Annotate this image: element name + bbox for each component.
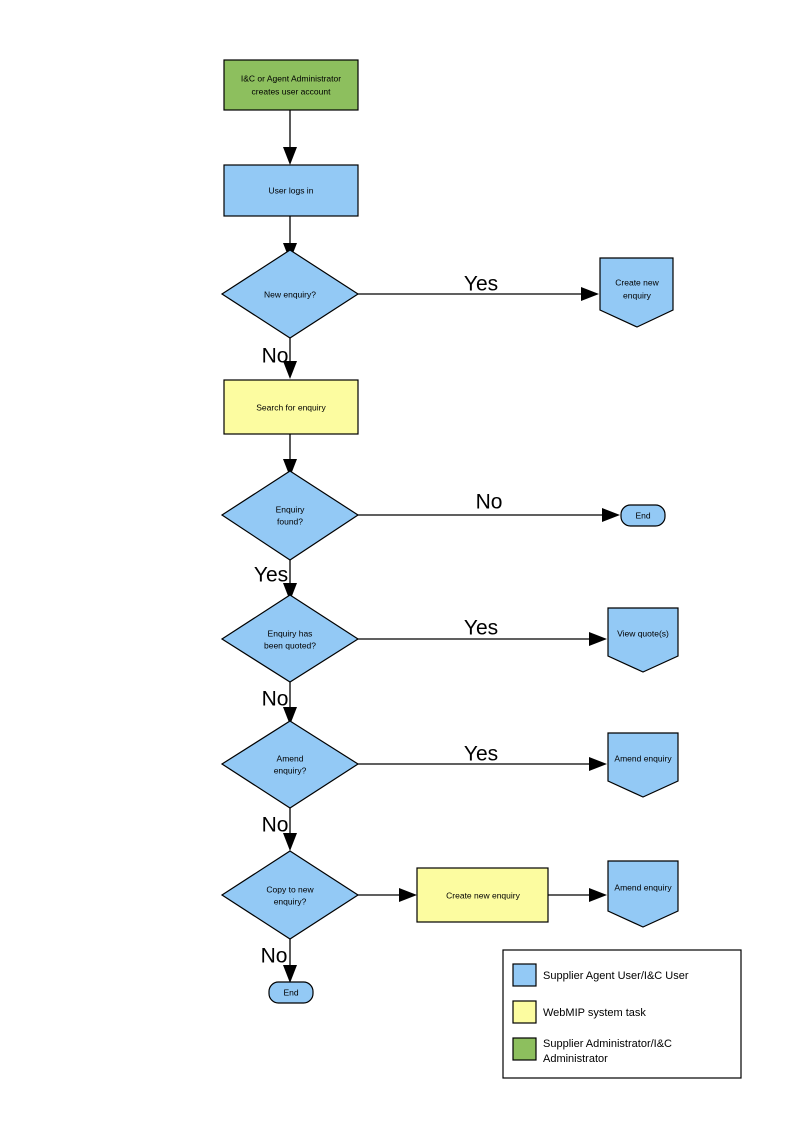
edge-label-new-enquiry-no: No [262,345,289,368]
edge-label-new-enquiry-yes: Yes [464,273,498,296]
node-copy-to-new-enquiry-decision[interactable]: Copy to new enquiry? [220,850,360,940]
connector-create-new-to-amend [548,888,607,902]
edge-label-quoted-yes: Yes [464,617,498,640]
amend-enquiry-decision-label-line1: Amend [277,753,304,763]
connector-search-to-found [283,434,297,477]
node-enquiry-quoted-decision[interactable]: Enquiry has been quoted? [220,594,360,683]
view-quotes-label: View quote(s) [617,628,669,638]
amend-enquiry-decision-label-line2: enquiry? [274,765,307,775]
edge-label-amend-no: No [262,814,289,837]
node-new-enquiry-decision[interactable]: New enquiry? [220,249,360,339]
end-bottom-label: End [283,987,298,997]
connector-copy-no-to-end [283,939,297,983]
legend-container [502,949,742,1079]
node-create-user-account[interactable]: I&C or Agent Administrator creates user … [223,59,359,111]
legend-swatch-yellow [512,1000,537,1024]
new-enquiry-decision-label: New enquiry? [264,289,316,299]
amend-enquiry-bottom-label: Amend enquiry [614,882,672,892]
legend-item-supplier-administrator: Supplier Administrator/I&C Administrator [512,1037,672,1065]
connector-quoted-yes-to-view [358,632,607,646]
enquiry-quoted-decision-shape [220,594,360,683]
edge-label-quoted-no: No [262,688,289,711]
enquiry-quoted-decision-label-line1: Enquiry has [268,628,313,638]
node-search-for-enquiry[interactable]: Search for enquiry [223,379,359,435]
create-new-enquiry-top-label-line1: Create new [615,277,659,287]
connector-new-enquiry-no [283,338,297,379]
node-amend-enquiry-decision[interactable]: Amend enquiry? [220,720,360,809]
node-view-quotes[interactable]: View quote(s) [607,607,679,673]
node-end-bottom[interactable]: End [268,981,314,1004]
legend-label-green-line2: Administrator [543,1053,608,1065]
node-amend-enquiry-bottom[interactable]: Amend enquiry [607,860,679,928]
search-for-enquiry-label: Search for enquiry [256,402,326,412]
search-for-enquiry-shape [223,379,359,435]
connector-found-yes-to-quoted [283,560,297,601]
create-new-enquiry-top-shape [599,257,674,328]
enquiry-found-decision-label-line1: Enquiry [276,504,306,514]
create-new-enquiry-bottom-shape [416,867,549,923]
new-enquiry-decision-shape [220,249,360,339]
node-amend-enquiry-mid[interactable]: Amend enquiry [607,732,679,798]
legend-label-blue: Supplier Agent User/I&C User [543,970,689,982]
legend-item-supplier-agent-user: Supplier Agent User/I&C User [512,963,689,987]
user-logs-in-label: User logs in [269,185,314,195]
node-user-logs-in[interactable]: User logs in [223,164,359,217]
legend-swatch-blue [512,963,537,987]
connector-amend-no-to-copy [283,808,297,851]
create-user-account-label-line2: creates user account [252,86,332,96]
end-bottom-shape [268,981,314,1004]
copy-to-new-enquiry-decision-label-line2: enquiry? [274,896,307,906]
copy-to-new-enquiry-decision-label-line1: Copy to new [266,884,314,894]
end-found-shape [620,504,666,527]
user-logs-in-shape [223,164,359,217]
edge-label-copy-no: No [261,945,288,968]
connector-new-enquiry-yes [358,287,599,301]
amend-enquiry-mid-shape [607,732,679,798]
connector-quoted-no-to-amend [283,682,297,725]
connector-amend-yes-to-amend-enquiry [358,757,607,771]
enquiry-found-decision-label-line2: found? [277,516,303,526]
connector-copy-to-create-new [358,888,417,902]
node-create-new-enquiry-bottom[interactable]: Create new enquiry [416,867,549,923]
node-create-new-enquiry-top[interactable]: Create new enquiry [599,257,674,328]
copy-to-new-enquiry-decision-shape [220,850,360,940]
node-end-found[interactable]: End [620,504,666,527]
amend-enquiry-decision-shape [220,720,360,809]
legend-item-webmip-system-task: WebMIP system task [512,1000,646,1024]
amend-enquiry-mid-label: Amend enquiry [614,753,672,763]
connector-create-account-to-login [283,110,297,165]
edge-label-enquiry-found-no: No [476,491,503,514]
enquiry-quoted-decision-label-line2: been quoted? [264,640,316,650]
create-user-account-shape [223,59,359,111]
legend: Supplier Agent User/I&C User WebMIP syst… [502,949,742,1079]
create-new-enquiry-bottom-label: Create new enquiry [446,890,520,900]
enquiry-found-decision-shape [220,470,360,561]
edge-label-enquiry-found-yes: Yes [254,564,288,587]
legend-label-green-line1: Supplier Administrator/I&C [543,1038,672,1050]
create-user-account-label-line1: I&C or Agent Administrator [241,73,341,83]
amend-enquiry-bottom-shape [607,860,679,928]
create-new-enquiry-top-label-line2: enquiry [623,290,652,300]
edge-label-amend-yes: Yes [464,743,498,766]
legend-label-yellow: WebMIP system task [543,1007,646,1019]
node-enquiry-found-decision[interactable]: Enquiry found? [220,470,360,561]
view-quotes-shape [607,607,679,673]
connector-found-no-to-end [358,508,620,522]
end-found-label: End [635,510,650,520]
legend-swatch-green [512,1037,537,1061]
